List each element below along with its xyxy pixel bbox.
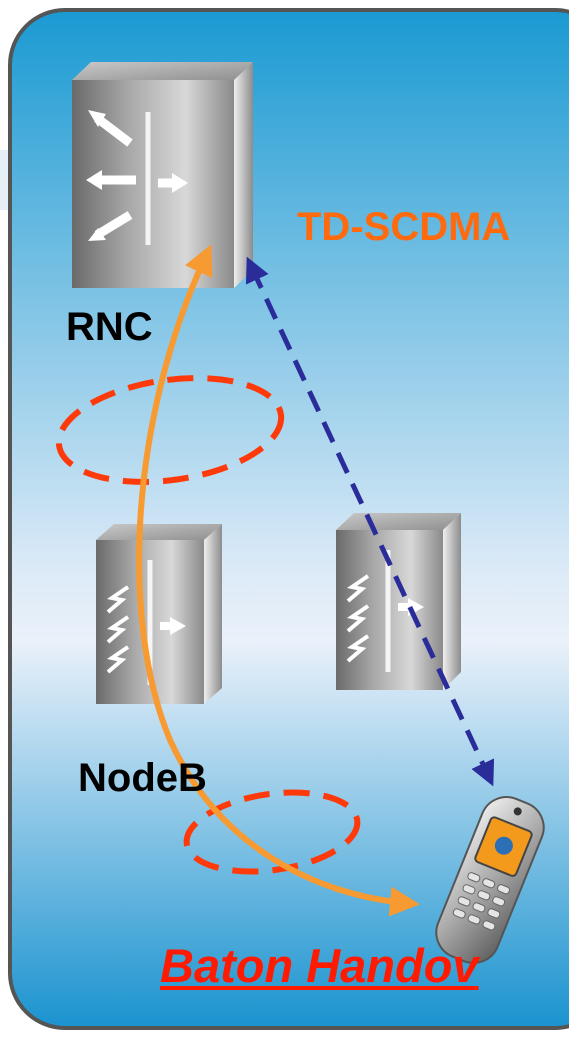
handover-label: Baton Handov bbox=[160, 939, 479, 992]
mobile-phone-icon bbox=[435, 796, 545, 964]
nodeb-server-icon bbox=[96, 524, 222, 704]
direct-link-arrow bbox=[245, 256, 495, 787]
signaling-path-arrow bbox=[136, 244, 420, 917]
nodeb-server-icon bbox=[336, 513, 461, 690]
rnc-server-icon bbox=[72, 62, 253, 288]
nodeb-label: NodeB bbox=[78, 756, 207, 800]
rnc-label: RNC bbox=[66, 305, 153, 349]
technology-label: TD-SCDMA bbox=[297, 205, 511, 249]
